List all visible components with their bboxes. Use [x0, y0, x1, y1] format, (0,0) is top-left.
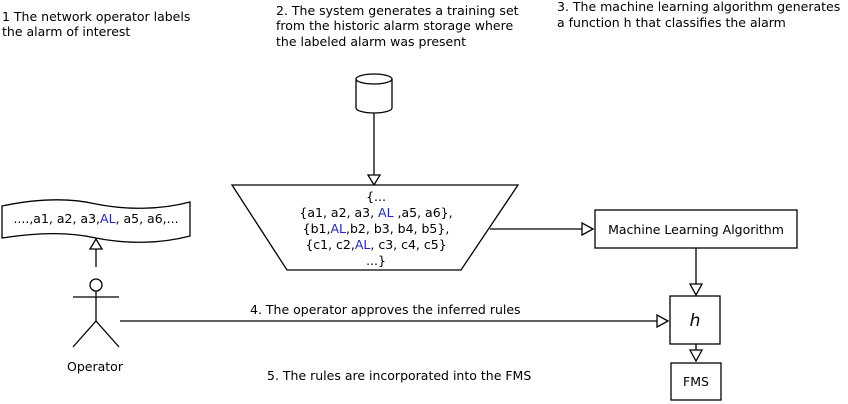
arrow-storage-to-training	[366, 113, 382, 187]
fms-label: FMS	[683, 374, 709, 389]
step1-text: 1 The network operator labels the alarm …	[2, 9, 194, 39]
training-set-text: {... {a1, a2, a3, AL ,a5, a6}, {b1,AL,b2…	[299, 189, 452, 268]
h-function-label: h	[690, 311, 701, 331]
arrow-operator-to-sequence	[88, 237, 104, 267]
arrow-h-to-fms	[688, 344, 704, 363]
fms-box	[670, 362, 722, 401]
h-function-box	[669, 295, 721, 345]
training-set-shape	[230, 184, 520, 271]
step2-text: 2. The system generates a training set f…	[276, 3, 523, 49]
arrow-operator-to-h	[120, 313, 670, 329]
operator-figure-icon	[72, 278, 120, 348]
step4-text: 4. The operator approves the inferred ru…	[250, 302, 521, 317]
step3-text: 3. The machine learning algorithm genera…	[557, 0, 844, 30]
arrow-ml-to-h	[688, 248, 704, 297]
training-row-2: {b1,AL,b2, b3, b4, b5},	[303, 221, 450, 236]
svg-text:...}: ...}	[366, 253, 386, 268]
training-row-1: {a1, a2, a3, AL ,a5, a6},	[299, 205, 452, 220]
step5-text: 5. The rules are incorporated into the F…	[267, 368, 531, 383]
operator-label: Operator	[67, 359, 124, 374]
ml-algorithm-box	[594, 209, 798, 249]
alarm-sequence-shape	[1, 199, 191, 243]
training-row-3: {c1, c2,AL, c3, c4, c5}	[305, 237, 446, 252]
ml-algorithm-label: Machine Learning Algorithm	[608, 222, 784, 237]
arrow-training-to-ml	[490, 221, 595, 237]
svg-text:{...: {...	[366, 189, 386, 204]
alarm-sequence-text: ....,a1, a2, a3,AL, a5, a6,...	[13, 211, 178, 226]
database-icon	[355, 73, 393, 114]
